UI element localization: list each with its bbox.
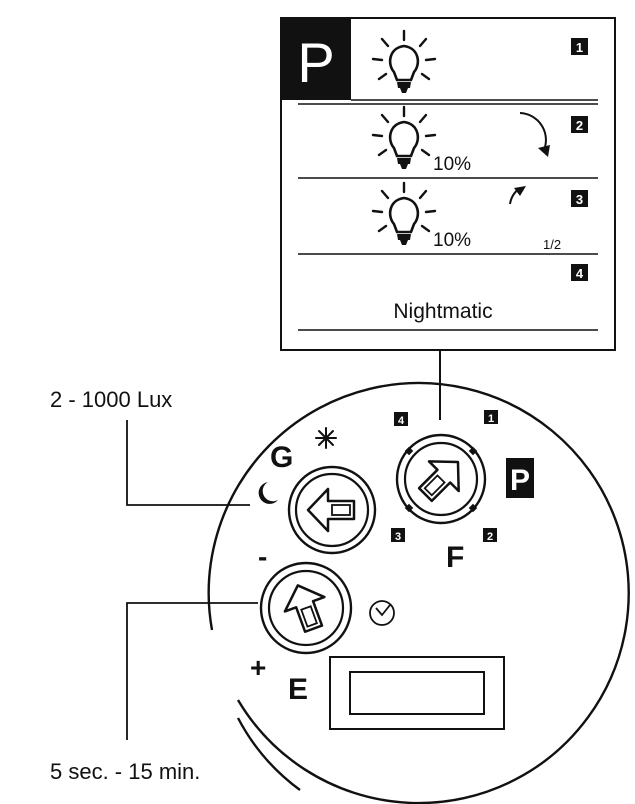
program-letter: P: [297, 31, 334, 94]
row-number: 3: [576, 192, 583, 207]
sun-icon: [315, 427, 337, 449]
knob-e-time[interactable]: [259, 561, 353, 655]
position-badge-1: [484, 410, 498, 424]
program-row-2: 10% 2: [371, 105, 588, 175]
row-number-badge: [571, 38, 588, 55]
device-body: [207, 381, 630, 804]
program-letter-box: [281, 18, 351, 100]
knob-f-letter: F: [446, 541, 464, 574]
row-number: 4: [576, 266, 584, 281]
dim-percent: 10%: [433, 154, 471, 175]
display-window: [329, 656, 505, 730]
half-night-subscript: 1/2: [543, 237, 561, 252]
time-range-label: 5 sec. - 15 min.: [50, 759, 200, 784]
position-badge-4: [394, 412, 408, 426]
moon-cycle-icon: [496, 112, 550, 160]
time-leader-line: [126, 602, 258, 740]
lux-leader-line: [126, 420, 250, 506]
moon-icon: [258, 482, 278, 504]
position-number: 1: [488, 413, 494, 425]
position-number: 3: [395, 531, 401, 543]
program-row-3: 10% 1/2 3: [371, 181, 588, 252]
nightmatic-label: Nightmatic: [393, 300, 492, 323]
program-row-1: 1: [371, 29, 588, 95]
position-badge-3: [391, 528, 405, 542]
knob-f-program[interactable]: [395, 433, 487, 525]
time-plus-label: +: [250, 652, 266, 683]
timer-icon: [369, 600, 395, 626]
half-moon-cycle-icon: [497, 186, 526, 238]
row-number: 2: [576, 118, 583, 133]
row-number-badge: [571, 116, 588, 133]
knob-g-letter: G: [270, 441, 293, 474]
program-row-4: Nightmatic 4: [393, 264, 588, 323]
program-p-badge: [506, 458, 534, 498]
lux-range-label: 2 - 1000 Lux: [50, 387, 172, 412]
position-badge-2: [483, 528, 497, 542]
program-panel: P 1 10% 2 10%: [280, 17, 616, 351]
position-number: 4: [398, 415, 405, 427]
row-number-badge: [571, 264, 588, 281]
time-minus-label: -: [258, 541, 267, 572]
row-number-badge: [571, 190, 588, 207]
dim-percent: 10%: [433, 230, 471, 251]
position-number: 2: [487, 531, 493, 543]
knob-e-letter: E: [288, 673, 308, 706]
program-p-letter: P: [510, 464, 530, 497]
row-number: 1: [576, 40, 583, 55]
knob-g-lux[interactable]: [287, 465, 377, 555]
